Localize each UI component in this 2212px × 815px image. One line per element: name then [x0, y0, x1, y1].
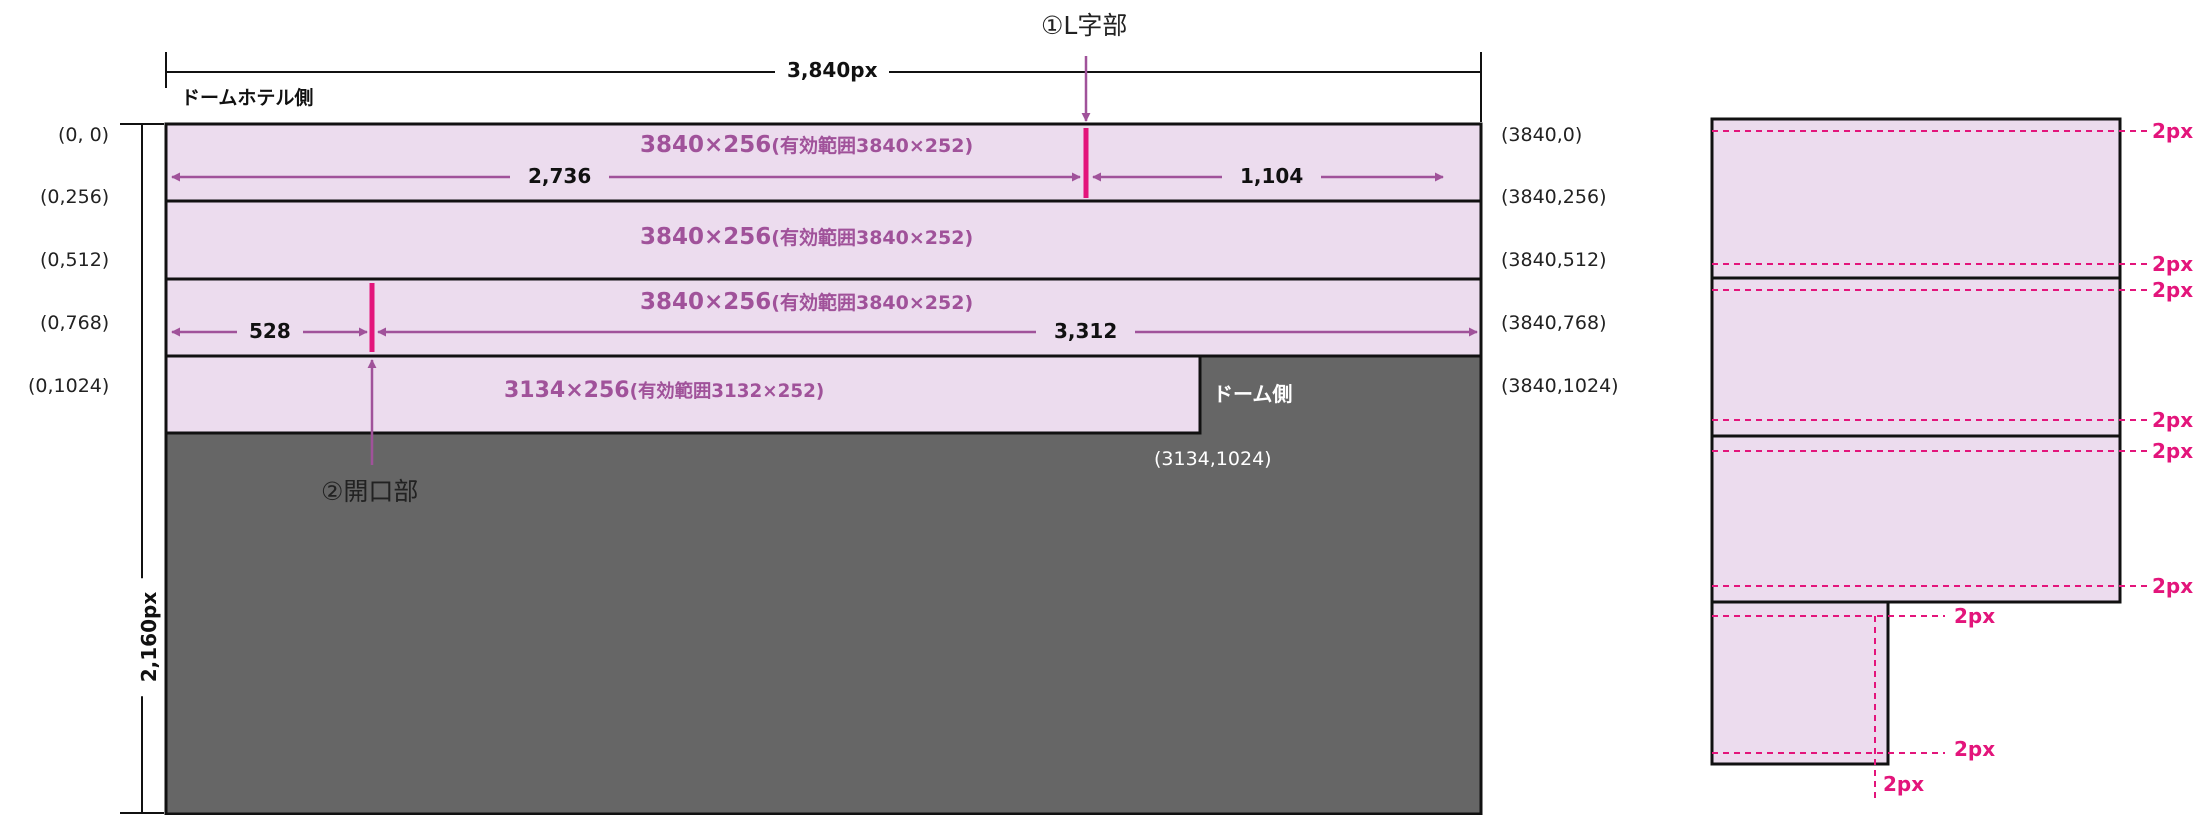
- row3-left-dimension: 528: [237, 321, 303, 341]
- total-height-label: 2,160px: [137, 577, 161, 697]
- panel-row-3: [164, 277, 1483, 358]
- row-1-label: 3840×256(有効範囲3840×252): [640, 134, 973, 157]
- margin-label-5: 2px: [2152, 439, 2194, 463]
- coord-right-1: (3840,256): [1501, 186, 1607, 208]
- margin-label-6: 2px: [2152, 574, 2194, 598]
- margin-label-3: 2px: [2152, 278, 2194, 302]
- row-4-size: 3134×256: [504, 378, 630, 403]
- coord-left-3: (0,768): [40, 312, 110, 334]
- row-2-size: 3840×256: [640, 224, 772, 250]
- panel-row-4: [164, 354, 1202, 435]
- coord-right-0: (3840,0): [1501, 124, 1583, 146]
- row-2-label: 3840×256(有効範囲3840×252): [640, 226, 973, 249]
- row3-right-dimension: 3,312: [1036, 321, 1136, 341]
- detail-block-4: [1710, 600, 1890, 766]
- detail-block-3: [1710, 434, 2122, 604]
- panel-row-2: [164, 199, 1483, 281]
- margin-label-9: 2px: [1883, 772, 1925, 796]
- opening-callout: ②開口部: [321, 477, 419, 506]
- detail-block-2: [1710, 276, 2122, 438]
- row-1-effective: (有効範囲3840×252): [771, 135, 974, 157]
- margin-label-1: 2px: [2152, 119, 2194, 143]
- row1-right-dimension: 1,104: [1222, 166, 1322, 186]
- margin-label-7: 2px: [1954, 604, 1996, 628]
- detail-block-1: [1710, 117, 2122, 280]
- coord-right-2: (3840,512): [1501, 249, 1607, 271]
- coord-right-4: (3840,1024): [1501, 375, 1619, 397]
- row-3-effective: (有効範囲3840×252): [771, 292, 974, 314]
- margin-label-4: 2px: [2152, 408, 2194, 432]
- coord-inner: (3134,1024): [1154, 448, 1272, 470]
- coord-left-4: (0,1024): [28, 375, 110, 397]
- canvas-outline: [164, 122, 1483, 815]
- margin-label-2: 2px: [2152, 252, 2194, 276]
- dome-side-label: ドーム側: [1213, 382, 1293, 406]
- dome-hotel-side-label: ドームホテル側: [181, 87, 314, 109]
- coord-left-2: (0,512): [40, 249, 110, 271]
- row-2-effective: (有効範囲3840×252): [771, 227, 974, 249]
- total-width-label: 3,840px: [775, 60, 890, 80]
- row-3-label: 3840×256(有効範囲3840×252): [640, 291, 973, 314]
- row-4-effective: (有効範囲3132×252): [629, 381, 825, 402]
- margin-label-8: 2px: [1954, 737, 1996, 761]
- margin-guides: [1712, 130, 2150, 802]
- coord-right-3: (3840,768): [1501, 312, 1607, 334]
- row-3-size: 3840×256: [640, 289, 772, 315]
- coord-left-0: (0, 0): [58, 124, 110, 146]
- coord-left-1: (0,256): [40, 186, 110, 208]
- row-1-size: 3840×256: [640, 132, 772, 158]
- l-section-callout: ①L字部: [1041, 11, 1128, 40]
- row1-left-dimension: 2,736: [510, 166, 610, 186]
- row-4-label: 3134×256(有効範囲3132×252): [504, 380, 824, 402]
- panel-row-1: [164, 122, 1483, 203]
